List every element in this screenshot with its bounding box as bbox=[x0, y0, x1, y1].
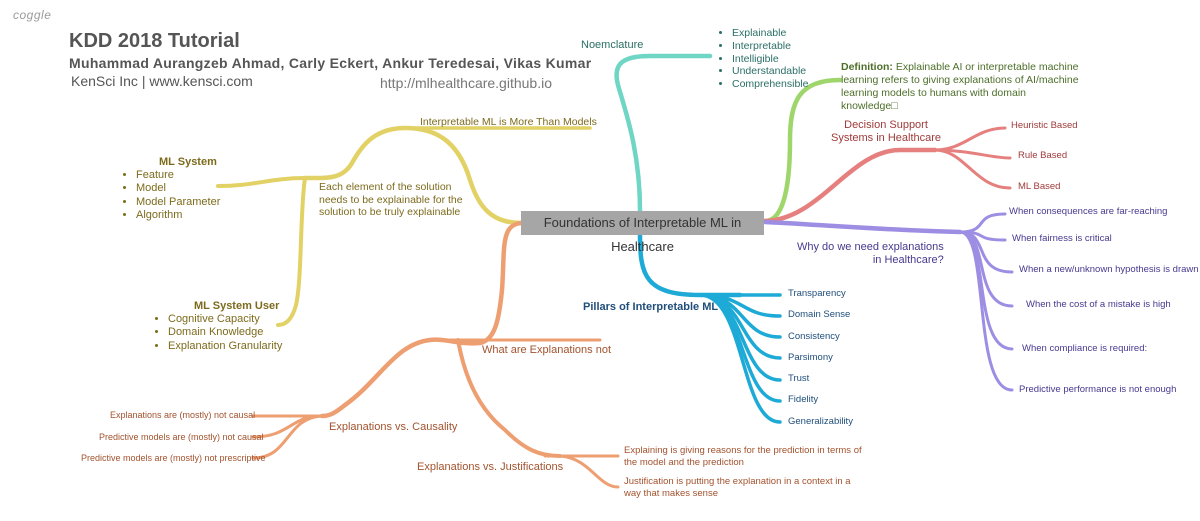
why-item[interactable]: When fairness is critical bbox=[1012, 233, 1112, 244]
branch-pillar-item bbox=[698, 293, 782, 424]
branch-ml-based bbox=[933, 148, 1012, 190]
solution-note[interactable]: Each element of the solution needs to be… bbox=[319, 181, 463, 218]
branch-why-item bbox=[958, 230, 1014, 308]
causality-item[interactable]: Predictive models are (mostly) not causa… bbox=[99, 432, 264, 442]
causality-item[interactable]: Explanations are (mostly) not causal bbox=[110, 410, 256, 420]
definition-text: Explainable AI or interpretable machine bbox=[892, 61, 1079, 73]
definition-node[interactable]: Definition: Explainable AI or interpreta… bbox=[841, 61, 1079, 113]
website-url: http://mlhealthcare.github.io bbox=[380, 75, 552, 91]
organization: KenSci Inc | www.kensci.com bbox=[71, 73, 253, 89]
pillar-item[interactable]: Generalizability bbox=[788, 416, 853, 427]
pillar-item[interactable]: Consistency bbox=[788, 331, 840, 342]
branch-why-item bbox=[958, 212, 1007, 234]
pillar-item[interactable]: Trust bbox=[788, 373, 810, 384]
branch-nomenclature bbox=[614, 53, 713, 214]
branch-why bbox=[762, 219, 963, 235]
pillar-item[interactable]: Parsimony bbox=[788, 352, 833, 363]
authors: Muhammad Aurangzeb Ahmad, Carly Eckert, … bbox=[69, 55, 592, 71]
list-item[interactable]: Model Parameter bbox=[136, 196, 220, 209]
why-item[interactable]: When the cost of a mistake is high bbox=[1026, 299, 1171, 310]
ml-system-list: Feature Model Model Parameter Algorithm bbox=[122, 169, 220, 223]
heuristic-based-node[interactable]: Heuristic Based bbox=[1011, 120, 1078, 131]
pillars-label[interactable]: Pillars of Interpretable ML bbox=[583, 301, 719, 313]
justification-item[interactable]: Explaining is giving reasons for the pre… bbox=[624, 445, 862, 468]
branch-definition bbox=[762, 77, 843, 224]
branch-explanations-not bbox=[319, 220, 524, 419]
list-item[interactable]: Interpretable bbox=[732, 40, 808, 53]
branch-why-item bbox=[958, 230, 1014, 392]
coggle-logo: coggle bbox=[13, 8, 52, 22]
page-title: KDD 2018 Tutorial bbox=[69, 30, 240, 52]
why-item[interactable]: Predictive performance is not enough bbox=[1019, 384, 1177, 395]
rule-based-node[interactable]: Rule Based bbox=[1018, 150, 1068, 161]
nomenclature-label[interactable]: Noemclature bbox=[581, 39, 644, 51]
more-than-models-label[interactable]: Interpretable ML is More Than Models bbox=[420, 116, 597, 128]
justification-item[interactable]: Justification is putting the explanation… bbox=[624, 476, 851, 499]
ml-system-user-label[interactable]: ML System User bbox=[194, 300, 280, 312]
why-item[interactable]: When a new/unknown hypothesis is drawn bbox=[1019, 264, 1199, 275]
causality-label[interactable]: Explanations vs. Causality bbox=[329, 421, 458, 433]
list-item[interactable]: Explainable bbox=[732, 27, 808, 40]
branch-causality-3 bbox=[251, 414, 324, 460]
definition-text: learning models to humans with domain bbox=[841, 87, 1027, 99]
explanations-not-label[interactable]: What are Explanations not bbox=[482, 344, 612, 356]
causality-item[interactable]: Predictive models are (mostly) not presc… bbox=[81, 453, 266, 463]
branch-ml-system-user bbox=[276, 176, 307, 327]
definition-label: Definition: bbox=[841, 61, 893, 73]
branch-justifications bbox=[456, 338, 562, 458]
list-item[interactable]: Comprehensible bbox=[732, 78, 808, 91]
pillar-item[interactable]: Transparency bbox=[788, 288, 846, 299]
nomenclature-list: Explainable Interpretable Intelligible U… bbox=[718, 27, 808, 91]
why-explanations-label[interactable]: Why do we need explanations in Healthcar… bbox=[797, 241, 944, 266]
branch-ml-system bbox=[216, 176, 307, 188]
list-item[interactable]: Intelligible bbox=[732, 53, 808, 66]
justifications-label[interactable]: Explanations vs. Justifications bbox=[417, 461, 564, 473]
list-item[interactable]: Cognitive Capacity bbox=[168, 313, 282, 326]
definition-text: learning refers to giving explanations o… bbox=[841, 74, 1079, 86]
why-item[interactable]: When compliance is required: bbox=[1022, 343, 1148, 354]
ml-system-user-list: Cognitive Capacity Domain Knowledge Expl… bbox=[154, 313, 282, 353]
why-item[interactable]: When consequences are far-reaching bbox=[1009, 206, 1168, 217]
branch-decision-support bbox=[762, 147, 938, 224]
list-item[interactable]: Understandable bbox=[732, 65, 808, 78]
list-item[interactable]: Model bbox=[136, 182, 220, 195]
list-item[interactable]: Domain Knowledge bbox=[168, 326, 282, 339]
list-item[interactable]: Algorithm bbox=[136, 209, 220, 222]
list-item[interactable]: Feature bbox=[136, 169, 220, 182]
ml-based-node[interactable]: ML Based bbox=[1018, 181, 1061, 192]
ml-system-label[interactable]: ML System bbox=[159, 156, 217, 168]
pillar-item[interactable]: Fidelity bbox=[788, 394, 819, 405]
central-node[interactable]: Foundations of Interpretable ML in Healt… bbox=[521, 211, 764, 254]
pillar-item[interactable]: Domain Sense bbox=[788, 309, 851, 320]
branch-justifications-2 bbox=[558, 454, 620, 489]
branch-pillars bbox=[637, 232, 743, 298]
branch-heuristic bbox=[933, 126, 1007, 152]
decision-support-label[interactable]: Decision Support Systems in Healthcare bbox=[831, 119, 942, 144]
list-item[interactable]: Explanation Granularity bbox=[168, 340, 282, 353]
definition-text: knowledge□ bbox=[841, 100, 898, 112]
